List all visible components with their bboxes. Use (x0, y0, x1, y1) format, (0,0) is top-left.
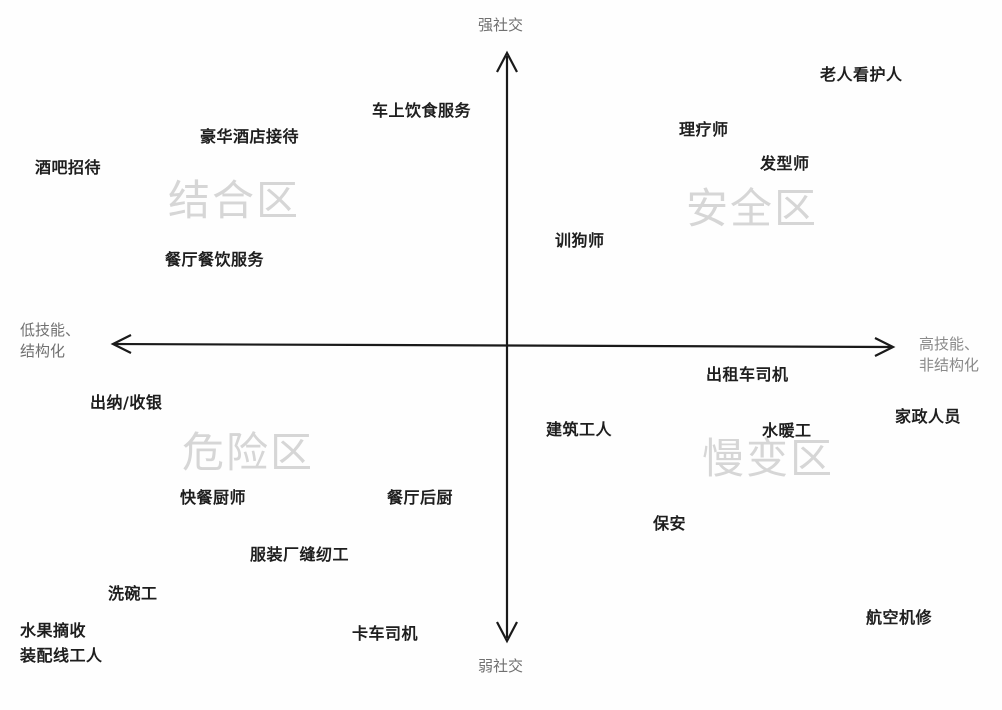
job-label: 建筑工人 (546, 420, 613, 439)
job-label: 训狗师 (555, 231, 605, 250)
job-label: 水果摘收 (20, 621, 87, 640)
job-label: 洗碗工 (108, 584, 158, 603)
job-label: 水暖工 (762, 421, 812, 440)
zone-label-safe: 安全区 (686, 184, 819, 233)
job-label: 车上饮食服务 (372, 101, 472, 120)
job-label: 出纳/收银 (90, 393, 163, 412)
zone-label-combined: 结合区 (168, 176, 301, 225)
job-label: 家政人员 (895, 407, 962, 426)
axis-label-high-skill-line1: 高技能、 (919, 335, 980, 353)
arrow-right-icon (874, 337, 896, 357)
arrow-down-icon (496, 621, 518, 644)
arrow-left-icon (110, 334, 132, 354)
zone-label-danger: 危险区 (182, 428, 315, 477)
zone-label-slow-change: 慢变区 (702, 434, 835, 483)
job-label: 卡车司机 (352, 624, 419, 643)
job-label: 发型师 (760, 154, 810, 173)
axis-label-high-skill-line2: 非结构化 (919, 356, 980, 374)
job-label: 保安 (653, 514, 687, 533)
job-label: 豪华酒店接待 (200, 127, 300, 146)
job-label: 出租车司机 (706, 365, 789, 384)
arrow-up-icon (496, 50, 518, 73)
job-label: 航空机修 (866, 608, 933, 627)
axis-label-high-skill: 高技能、 非结构化 (919, 334, 979, 376)
job-label: 装配线工人 (20, 646, 103, 665)
axis-label-weak-social: 弱社交 (478, 657, 524, 675)
axis-label-low-skill-line2: 结构化 (20, 342, 66, 360)
job-label: 餐厅后厨 (387, 488, 454, 507)
job-label: 餐厅餐饮服务 (165, 250, 265, 269)
job-label: 服装厂缝纫工 (250, 545, 350, 564)
job-label: 快餐厨师 (180, 488, 247, 507)
axis-label-strong-social: 强社交 (478, 16, 524, 34)
job-label: 老人看护人 (820, 65, 903, 84)
axis-label-low-skill-line1: 低技能、 (20, 321, 81, 339)
job-label: 理疗师 (679, 120, 729, 139)
axis-label-low-skill: 低技能、 结构化 (20, 320, 80, 362)
vertical-axis (496, 50, 518, 644)
job-label: 酒吧招待 (35, 158, 102, 177)
horizontal-axis (110, 334, 896, 357)
